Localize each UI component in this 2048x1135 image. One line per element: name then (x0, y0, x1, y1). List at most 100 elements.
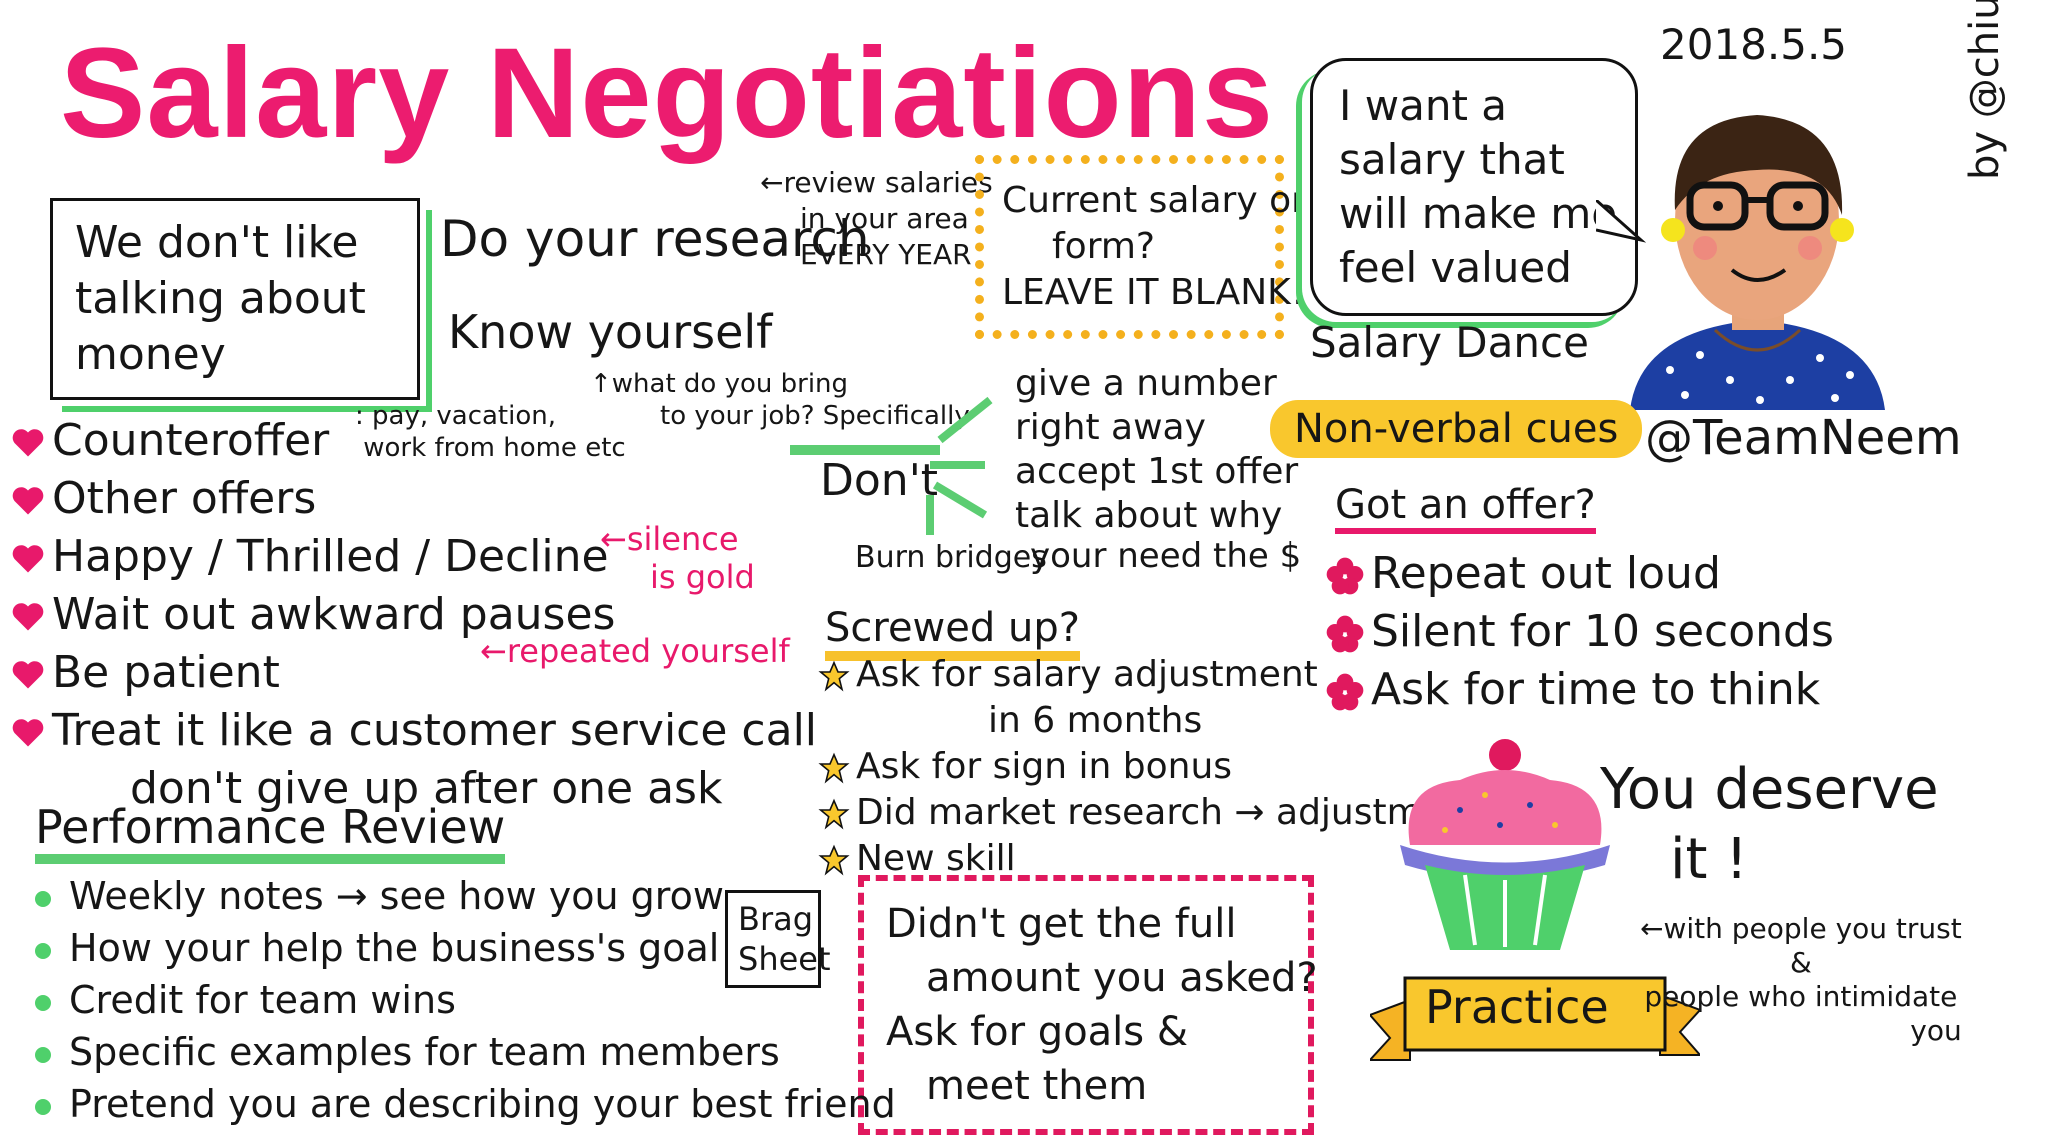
deserve-line: it ! (1670, 827, 1748, 892)
list-item: Specific examples for team members (35, 1026, 896, 1078)
speech-line: salary that (1339, 135, 1565, 184)
flower-icon (1326, 557, 1364, 595)
bullet-icon (35, 1046, 51, 1063)
dont-item: talk about why (1015, 495, 1283, 536)
got-offer-text: Ask for time to think (1371, 664, 1821, 715)
got-offer-text: Silent for 10 seconds (1371, 606, 1834, 657)
performance-text: Specific examples for team members (69, 1030, 780, 1074)
dont-arrows (790, 396, 993, 535)
page-title: Salary Negotiations (60, 22, 1274, 165)
star-icon (818, 798, 850, 830)
bullet-icon (35, 1098, 51, 1115)
speech-tail (1596, 200, 1646, 243)
performance-text: Weekly notes → see how you grow (69, 874, 724, 918)
performance-title: Performance Review (35, 800, 506, 864)
heart-icon (12, 719, 44, 747)
dont-item: give a number (1015, 363, 1277, 404)
brag-sheet: Brag Sheet (725, 890, 831, 988)
bullet-icon (35, 994, 51, 1011)
speech-line: will make me (1339, 189, 1618, 238)
list-item: Pretend you are describing your best fri… (35, 1078, 896, 1130)
heart-text: Happy / Thrilled / Decline (52, 531, 609, 582)
date: 2018.5.5 (1660, 20, 1848, 69)
hearts-extra: don't give up after one ask (130, 763, 723, 814)
current-salary-line: Current salary on (1002, 180, 1314, 221)
research-note-line: in your area (800, 202, 969, 235)
repeated-note: ←repeated yourself (480, 632, 790, 670)
research-main: Do your research (440, 210, 870, 268)
research-note-line: EVERY YEAR (800, 238, 972, 271)
star-icon (818, 844, 850, 876)
star-icon (818, 660, 850, 692)
dont-label: Don't (820, 455, 939, 506)
speech-line: feel valued (1339, 243, 1572, 292)
didnt-get-line: Ask for goals & (886, 1009, 1189, 1055)
screwed-up-text: New skill (856, 838, 1016, 879)
screwed-up-text: Did market research → adjustment (856, 792, 1481, 833)
speech-bubble: I want a salary that will make me feel v… (1310, 58, 1638, 316)
cupcake-icon (1400, 739, 1610, 950)
heart-icon (12, 661, 44, 689)
know-note: ↑what do you bring to your job? Specific… (590, 368, 970, 432)
list-item: Did market research → adjustment (818, 790, 1481, 836)
performance-text: How your help the business's goal (69, 926, 720, 970)
bullet-icon (35, 942, 51, 959)
list-item: Other offers (10, 470, 817, 528)
heart-text: Treat it like a customer service call (52, 705, 818, 756)
intro-line-2: talking about (75, 273, 366, 324)
didnt-get-line: amount you asked? (926, 955, 1318, 1001)
screwed-up-text: Ask for sign in bonus (856, 746, 1233, 787)
salary-dance: Salary Dance (1310, 318, 1589, 367)
practice-note-line: & (1789, 946, 1812, 979)
screwed-up-title: Screwed up? (825, 605, 1080, 661)
list-item: Ask for time to think (1325, 661, 1834, 719)
intro-box: We don't like talking about money (50, 198, 420, 400)
team-handle: @TeamNeem (1645, 410, 1962, 466)
silence-line: is gold (650, 558, 755, 596)
list-item: How your help the business's goal (35, 922, 896, 974)
intro-line-1: We don't like (75, 217, 359, 268)
screwed-up-text: in 6 months (988, 700, 1203, 741)
list-item: Ask for salary adjustment (818, 652, 1481, 698)
star-icon (818, 752, 850, 784)
list-item: Happy / Thrilled / Decline (10, 528, 817, 586)
list-item: Silent for 10 seconds (1325, 603, 1834, 661)
performance-text: Credit for team wins (69, 978, 456, 1022)
didnt-get-box: Didn't get the full amount you asked? As… (858, 875, 1318, 1135)
heart-text: Other offers (52, 473, 317, 524)
intro-line-3: money (75, 329, 226, 380)
list-item: Wait out awkward pauses (10, 586, 817, 644)
practice-label: Practice (1425, 980, 1609, 1034)
got-offer-title: Got an offer? (1335, 482, 1596, 534)
current-salary-line: form? (1052, 226, 1156, 267)
flower-icon (1326, 673, 1364, 711)
list-item: Credit for team wins (35, 974, 896, 1026)
screwed-up-list: Ask for salary adjustment in 6 months As… (818, 652, 1481, 882)
research-note-line: ←review salaries (760, 166, 993, 199)
practice-note-line: people who intimidate (1644, 980, 1958, 1013)
didnt-get-line: Didn't get the full (886, 901, 1237, 947)
practice-note-line: ←with people you trust (1640, 912, 1962, 945)
deserve-line: You deserve (1600, 757, 1939, 822)
got-offer-list: Repeat out loud Silent for 10 seconds As… (1325, 545, 1834, 719)
burn-bridges: Burn bridges (855, 540, 1047, 575)
silence-note: ←silence is gold (600, 520, 755, 596)
know-note-line: to your job? Specifically (660, 401, 970, 431)
heart-icon (12, 545, 44, 573)
got-offer-text: Repeat out loud (1371, 548, 1721, 599)
hearts-list: Counteroffer Other offers Happy / Thrill… (10, 412, 817, 818)
current-salary-line: LEAVE IT BLANK! (1002, 272, 1306, 313)
speech-line: I want a (1339, 81, 1507, 130)
practice-note: ←with people you trust & people who inti… (1640, 912, 1962, 1048)
list-item: Ask for sign in bonus (818, 744, 1481, 790)
bullet-icon (35, 890, 51, 907)
heart-text: Be patient (52, 647, 280, 698)
byline: by @chiuki (1962, 0, 2008, 180)
brag-line: Brag (738, 900, 814, 938)
dont-list: give a number right away accept 1st offe… (1015, 362, 1298, 538)
practice-banner (1370, 976, 1700, 1061)
performance-text: Pretend you are describing your best fri… (69, 1082, 896, 1126)
know-yourself: Know yourself (448, 305, 773, 359)
list-item: Be patient (10, 644, 817, 702)
practice-note-line: you (1910, 1014, 1962, 1047)
